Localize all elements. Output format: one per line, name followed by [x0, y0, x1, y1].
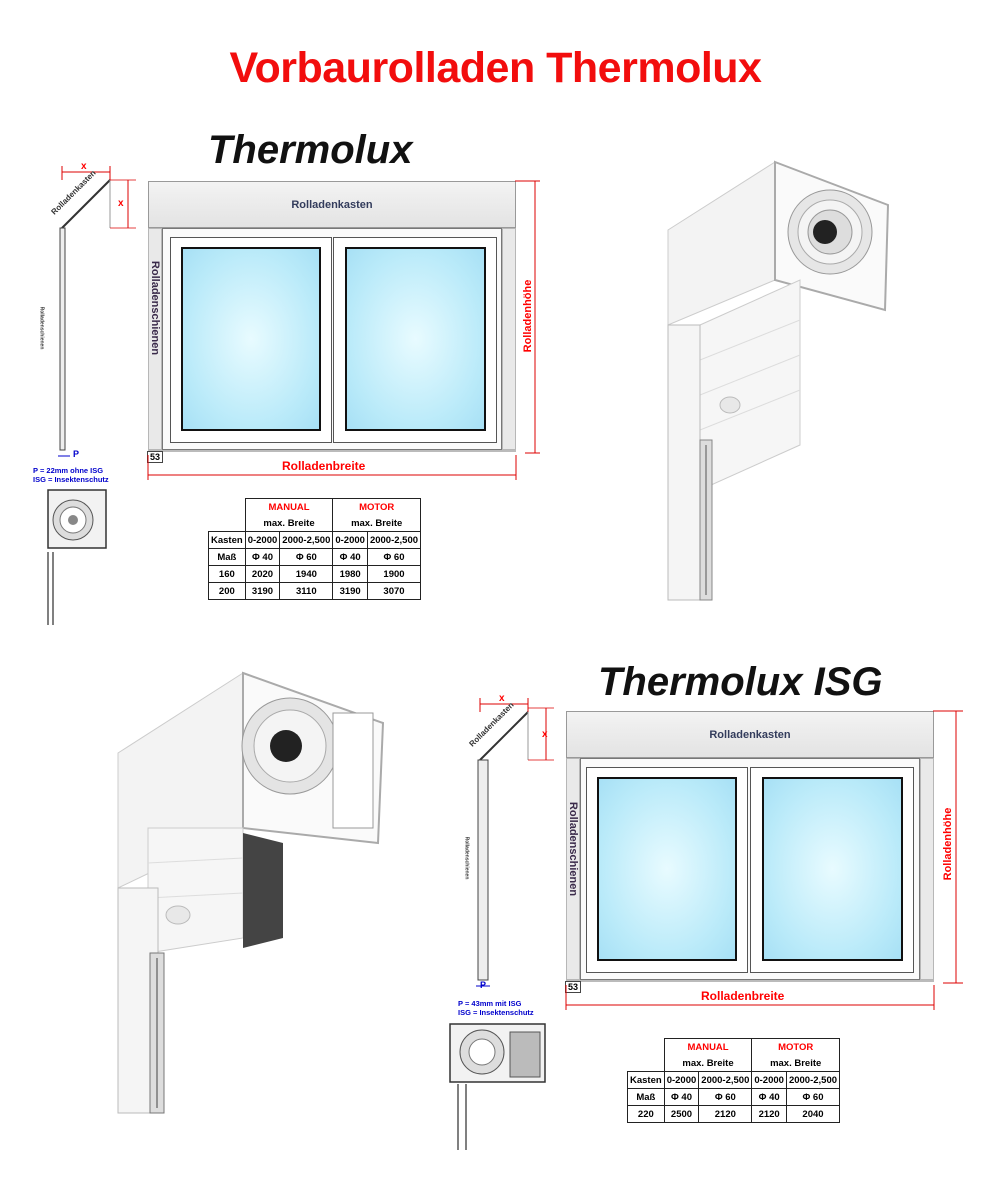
- table-cell: 3070: [366, 582, 422, 600]
- table-cell: Φ 40: [332, 548, 368, 566]
- table-cell: 1940: [279, 565, 334, 583]
- table-cell: 0-2000: [244, 531, 281, 549]
- breite-label: Rolladenbreite: [282, 459, 366, 473]
- side-rail-label: Rolladenschienen: [38, 306, 45, 350]
- left-rail: [566, 758, 580, 980]
- left-sash: [170, 237, 332, 443]
- table-cell: Kasten: [627, 1071, 665, 1089]
- table-cell: Maß: [627, 1088, 665, 1106]
- table-cell: 160: [208, 565, 246, 583]
- dimension-x-side: x: [542, 729, 548, 740]
- spec-table: MANUAL MOTOR max. Breite max. Breite Kas…: [627, 1038, 841, 1123]
- kasten-label: Rolladenkasten: [709, 728, 791, 741]
- kasten-label: Rolladenkasten: [291, 198, 373, 211]
- table-cell: 1900: [366, 565, 422, 583]
- right-rail: [920, 758, 934, 980]
- table-cell: Φ 40: [663, 1088, 700, 1106]
- table-cell: 0-2000: [751, 1071, 787, 1089]
- right-glass: [762, 777, 903, 961]
- dimension-x-top: x: [499, 693, 505, 704]
- spec-table: MANUAL MOTOR max. Breite max. Breite Kas…: [208, 498, 422, 600]
- table-cell: 3110: [279, 582, 334, 600]
- left-sash: [586, 767, 748, 973]
- note-p: P = 22mm ohne ISG: [33, 466, 104, 475]
- table-cell: 2040: [785, 1105, 841, 1123]
- hoehe-label: Rolladenhöhe: [522, 279, 534, 353]
- table-cell: Φ 60: [279, 548, 334, 566]
- table-cell: Φ 60: [698, 1088, 753, 1106]
- right-glass: [345, 247, 486, 431]
- table-cell: 2120: [698, 1105, 753, 1123]
- table-cell: 2020: [244, 565, 281, 583]
- table-cell: 1980: [332, 565, 368, 583]
- table-cell: Maß: [208, 548, 246, 566]
- max-breite-label: max. Breite: [751, 1055, 841, 1072]
- motor-header: MOTOR: [332, 498, 422, 515]
- dimension-x-side: x: [118, 198, 124, 209]
- hoehe-label: Rolladenhöhe: [942, 807, 954, 881]
- table-cell: Φ 60: [366, 548, 422, 566]
- manual-header: MANUAL: [663, 1038, 753, 1055]
- left-rail: [148, 228, 162, 450]
- section1-title: Thermolux: [208, 128, 413, 172]
- motor-header: MOTOR: [751, 1038, 841, 1055]
- table-cell: Kasten: [208, 531, 246, 549]
- table-cell: 220: [627, 1105, 665, 1123]
- table-cell: 2000-2,500: [279, 531, 334, 549]
- dimension-x-top: x: [81, 161, 87, 172]
- right-rail: [502, 228, 516, 450]
- table-cell: 2120: [751, 1105, 787, 1123]
- table-cell: Φ 40: [244, 548, 281, 566]
- note-p: P = 43mm mit ISG: [458, 999, 522, 1008]
- table-cell: Φ 40: [751, 1088, 787, 1106]
- left-glass: [597, 777, 737, 961]
- table-cell: 2500: [663, 1105, 700, 1123]
- table-cell: 2000-2,500: [366, 531, 422, 549]
- left-glass: [181, 247, 321, 431]
- table-cell: 200: [208, 582, 246, 600]
- side-profile-diagram: [47, 166, 136, 625]
- p-label: P: [480, 980, 487, 990]
- side-rail-label: Rolladenschienen: [463, 836, 470, 880]
- table-cell: 3190: [244, 582, 281, 600]
- rolladenkasten-box: Rolladenkasten: [566, 711, 934, 758]
- table-cell: Φ 60: [785, 1088, 841, 1106]
- note-isg: ISG = Insektenschutz: [458, 1008, 534, 1017]
- table-cell: 2000-2,500: [698, 1071, 753, 1089]
- section2-title: Thermolux ISG: [598, 660, 883, 704]
- dimension-lines: [147, 180, 540, 480]
- note-isg: ISG = Insektenschutz: [33, 475, 109, 484]
- rolladenkasten-box: Rolladenkasten: [148, 181, 516, 228]
- manual-header: MANUAL: [244, 498, 334, 515]
- p-label: P: [73, 449, 80, 459]
- right-sash: [750, 767, 914, 973]
- table-cell: 2000-2,500: [785, 1071, 841, 1089]
- max-breite-label: max. Breite: [244, 515, 334, 532]
- table-cell: 3190: [332, 582, 368, 600]
- max-breite-label: max. Breite: [663, 1055, 753, 1072]
- table-cell: 0-2000: [332, 531, 368, 549]
- max-breite-label: max. Breite: [332, 515, 422, 532]
- right-sash: [333, 237, 497, 443]
- side-profile-diagram-isg: [449, 698, 554, 1150]
- page-title: Vorbaurolladen Thermolux: [229, 44, 762, 92]
- product-illustration-isg: [117, 671, 385, 1114]
- sill: [148, 450, 516, 452]
- product-illustration: [667, 160, 890, 601]
- sill: [566, 980, 934, 982]
- dimension-lines: [565, 710, 963, 1010]
- breite-label: Rolladenbreite: [701, 989, 785, 1003]
- table-cell: 0-2000: [663, 1071, 700, 1089]
